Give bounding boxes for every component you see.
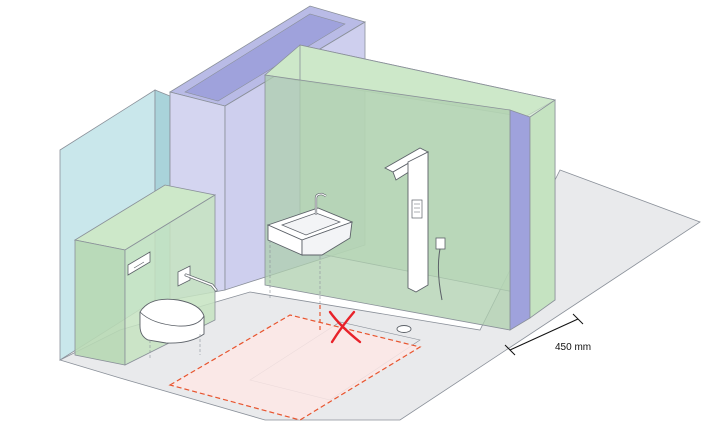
- green-wall-inner-edge: [509, 109, 531, 331]
- x-mark-icon: [328, 310, 362, 344]
- toilet-icon: [139, 298, 205, 360]
- dimension-indicator: 450 mm: [504, 313, 591, 356]
- purple-wall-top-inner: [184, 13, 346, 102]
- floor-drain-icon: [396, 325, 412, 333]
- installation-front: [74, 239, 126, 366]
- dimension-label: 450 mm: [555, 342, 591, 353]
- washbasin-icon: [266, 192, 354, 310]
- green-wall-side: [529, 99, 556, 319]
- flush-plate-icon: [127, 251, 151, 276]
- green-wall-face: [264, 74, 511, 331]
- shower-panel-icon: [384, 147, 446, 301]
- grab-bar-icon: [177, 265, 218, 292]
- green-wall: [264, 44, 557, 331]
